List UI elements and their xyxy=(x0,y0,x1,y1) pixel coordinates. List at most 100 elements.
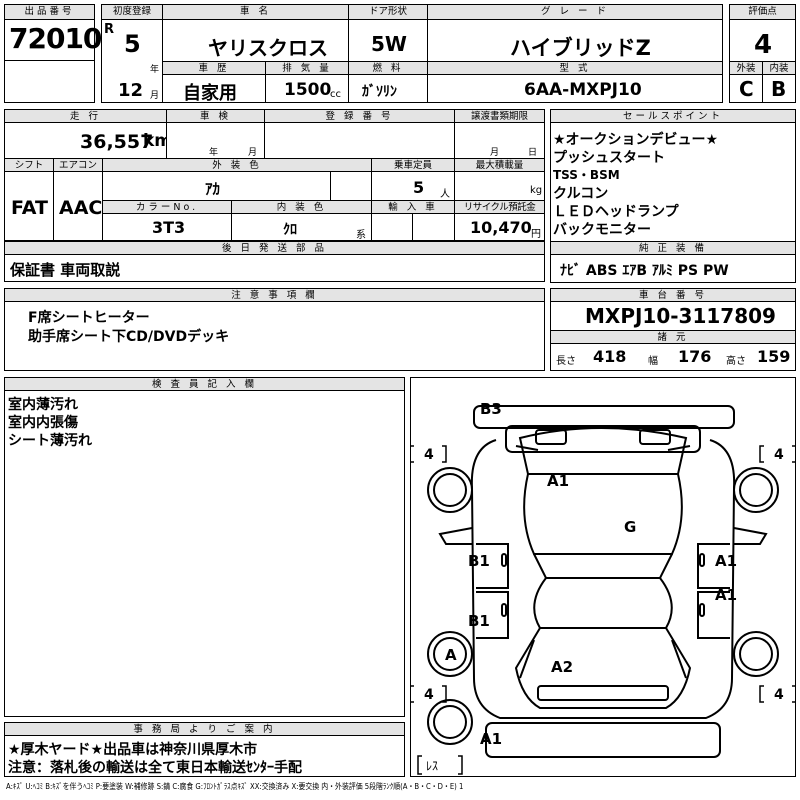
max-load-cell xyxy=(454,171,545,201)
registration-month: 12 xyxy=(118,80,144,101)
notes-cell xyxy=(4,301,545,371)
height: 159 xyxy=(757,347,791,366)
body-outline xyxy=(470,439,736,719)
mark-front-bumper: A1 xyxy=(480,730,502,748)
displacement: 1500 xyxy=(284,80,332,100)
legend: A:ｷｽﾞ U:ﾍｺﾐ B:ｷｽﾞを伴うﾍｺﾐ P:要塗装 W:補修跡 S:錆 … xyxy=(6,782,464,791)
width: 176 xyxy=(678,347,712,366)
tire-front-right: 4 xyxy=(774,687,784,703)
chassis-number: MXPJ10-3117809 xyxy=(585,304,776,328)
inspector-line-3: シート薄汚れ xyxy=(8,433,92,449)
capacity-unit: 人 xyxy=(440,189,450,200)
sales-point-2: プッシュスタート xyxy=(553,150,665,166)
office-line-2: 注意：落札後の輸送は全て東日本輸送ｾﾝﾀｰ手配 xyxy=(8,760,302,776)
mileage: 36,557 xyxy=(80,131,154,153)
history-cell xyxy=(162,74,266,103)
color-number: 3T3 xyxy=(152,218,186,237)
capacity-cell xyxy=(371,171,455,201)
sales-point-5: ＬＥＤヘッドランプ xyxy=(553,204,679,220)
era: R xyxy=(104,22,115,37)
tire-rear-right: 4 xyxy=(774,447,784,463)
mark-glass: G xyxy=(624,518,636,536)
lot-number: 72010 xyxy=(9,22,102,55)
interior-color-unit: 系 xyxy=(356,230,366,241)
inspector-line-1: 室内薄汚れ xyxy=(8,397,78,413)
exterior-grade-cell xyxy=(729,74,763,103)
car-name: ヤリスクロス xyxy=(208,36,328,60)
import-divider xyxy=(412,213,413,241)
score: 4 xyxy=(754,30,773,60)
grade: ハイブリッドZ xyxy=(510,36,651,60)
color-number-cell xyxy=(102,213,232,241)
inspector-line-2: 室内内張傷 xyxy=(8,415,78,431)
note-line-1: F席シートヒーター xyxy=(28,310,150,326)
mark-roof: A1 xyxy=(547,472,569,490)
lot-number-label: 出品番号 xyxy=(4,4,95,20)
recycle-fee: 10,470 xyxy=(470,218,532,237)
later-parts-cell xyxy=(4,254,545,282)
height-label: 高さ xyxy=(726,356,746,367)
spare-tire-status: ﾚｽ xyxy=(426,759,438,773)
model: 6AA-MXPJ10 xyxy=(524,80,642,100)
wheel-front-right xyxy=(733,631,779,677)
interior-grade: B xyxy=(771,77,787,101)
aircon-cell xyxy=(53,171,103,241)
tire-front-left: 4 xyxy=(424,687,434,703)
mark-right-door-rear: A1 xyxy=(715,586,737,604)
interior-color: ｸﾛ xyxy=(283,222,297,238)
interior-grade-cell xyxy=(762,74,796,103)
history: 自家用 xyxy=(183,83,237,104)
exterior-color-cell xyxy=(102,171,372,201)
exterior-grade: C xyxy=(739,77,754,101)
mark-left-door-front: B1 xyxy=(468,552,490,570)
sales-points-cell xyxy=(550,122,796,242)
sales-point-1: ★オークションデビュー★ xyxy=(553,132,719,148)
mark-front-left-wheel: A xyxy=(445,646,457,664)
capacity: 5 xyxy=(413,178,425,197)
interior-color-cell xyxy=(231,213,372,241)
door-label: ドア形状 xyxy=(348,4,428,20)
inspection-year-unit: 年 xyxy=(209,148,219,158)
transfer-month-unit: 月 xyxy=(490,148,500,158)
door-type: 5W xyxy=(371,32,407,56)
spare-wheel xyxy=(427,699,473,745)
year-unit: 年 xyxy=(150,65,160,75)
recycle-fee-unit: 円 xyxy=(531,229,541,240)
inspection-month-unit: 月 xyxy=(248,148,258,158)
genuine-equipment-cell xyxy=(550,254,796,283)
max-load-unit: kg xyxy=(530,185,543,196)
mark-left-door-rear: B1 xyxy=(468,612,490,630)
car-name-label: 車 名 xyxy=(162,4,349,20)
sales-point-4: クルコン xyxy=(553,186,609,202)
registration-year: 5 xyxy=(124,30,141,58)
recycle-fee-cell xyxy=(454,213,545,241)
later-parts: 保証書 車両取説 xyxy=(10,261,121,279)
wheel-rear-left xyxy=(427,467,473,513)
front-bumper-outline xyxy=(485,722,721,758)
car-diagram: B3 A1 G B1 B1 A1 A1 A A2 A1 4 4 4 4 ﾚｽ xyxy=(410,400,796,775)
score-label: 評価点 xyxy=(729,4,796,20)
first-registration-cell xyxy=(101,4,163,103)
wheel-front-left xyxy=(427,631,473,677)
note-line-2: 助手席シート下CD/DVDデッキ xyxy=(28,329,230,345)
transfer-day-unit: 日 xyxy=(528,148,538,158)
fuel: ｶﾞｿﾘﾝ xyxy=(362,84,397,100)
genuine-equipment: ﾅﾋﾞ ABS ｴｱB ｱﾙﾐ PS PW xyxy=(560,263,729,279)
aircon: AAC xyxy=(59,197,103,219)
model-cell xyxy=(427,74,723,103)
mark-right-door-front: A1 xyxy=(715,552,737,570)
transfer-deadline-cell xyxy=(454,122,545,159)
mark-rear: B3 xyxy=(480,400,502,418)
fuel-cell xyxy=(348,74,428,103)
tire-rear-left: 4 xyxy=(424,447,434,463)
shift: FAT xyxy=(11,197,48,219)
first-registration-label: 初度登録 xyxy=(101,4,163,20)
sales-point-3: TSS・BSM xyxy=(553,168,620,182)
grade-label: グ レ ー ド xyxy=(427,4,723,20)
width-label: 幅 xyxy=(648,356,658,367)
displacement-unit: cc xyxy=(330,89,341,100)
inspection-cell xyxy=(166,122,265,159)
lot-number-blank xyxy=(4,60,95,103)
wheel-rear-right xyxy=(733,467,779,513)
rear-bumper-outline xyxy=(473,405,735,429)
